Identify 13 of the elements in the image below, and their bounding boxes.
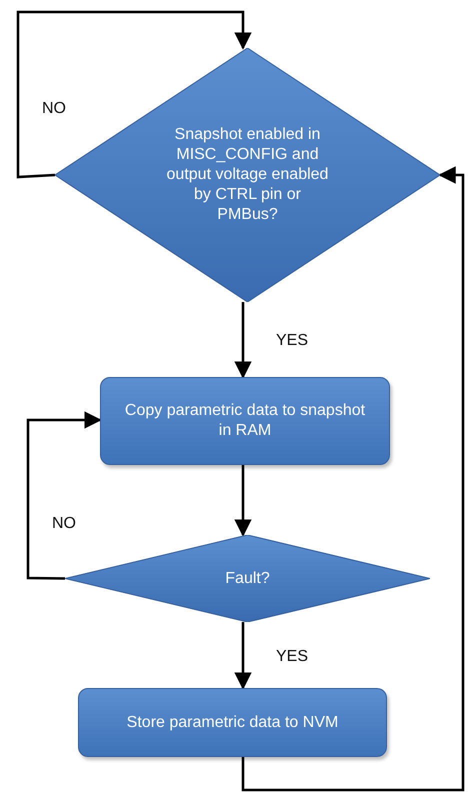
- arrow: [242, 166, 464, 792]
- node-label: Snapshot enabled in MISC_CONFIG and output voltage enabled by CTRL pin or PMBus?: [166, 125, 330, 225]
- process-box: [100, 377, 390, 465]
- arrow: [26, 411, 102, 580]
- arrow: [234, 622, 252, 690]
- arrow: [16, 10, 252, 178]
- node-label: Copy parametric data to snapshot in RAM: [124, 401, 366, 441]
- process-box: [78, 688, 387, 757]
- decision-diamond: [65, 535, 430, 622]
- node-label: Store parametric data to NVM: [126, 712, 340, 732]
- arrow: [234, 302, 252, 379]
- node-label: Fault?: [224, 568, 271, 588]
- arrow: [234, 465, 252, 537]
